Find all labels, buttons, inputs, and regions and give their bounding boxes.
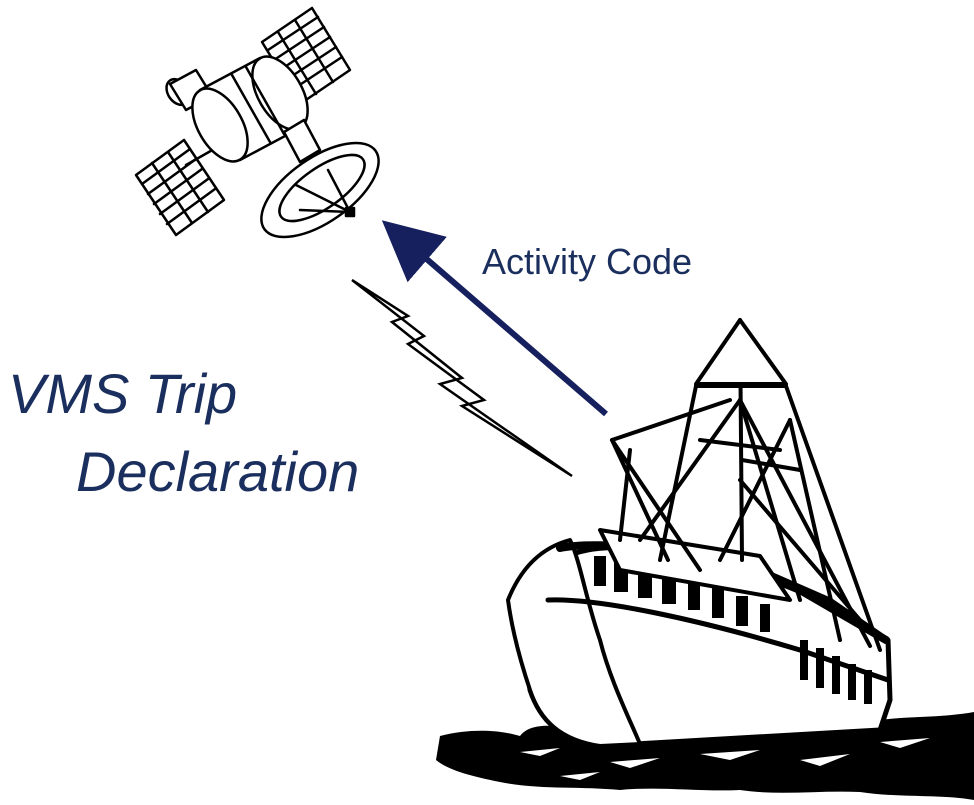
fishing-boat-icon	[436, 318, 974, 800]
activity-code-arrow	[381, 220, 608, 417]
satellite-dish	[260, 141, 380, 239]
solar-panel-lower	[134, 138, 226, 237]
satellite-icon	[134, 6, 380, 239]
title-line-1: VMS Trip	[8, 362, 238, 425]
arrow-label: Activity Code	[482, 241, 693, 282]
boat-rigging	[610, 318, 882, 652]
lightning-bolt-icon	[351, 278, 573, 478]
satellite-body	[191, 55, 309, 163]
water-highlights	[520, 738, 930, 780]
title-line-2: Declaration	[76, 440, 360, 503]
